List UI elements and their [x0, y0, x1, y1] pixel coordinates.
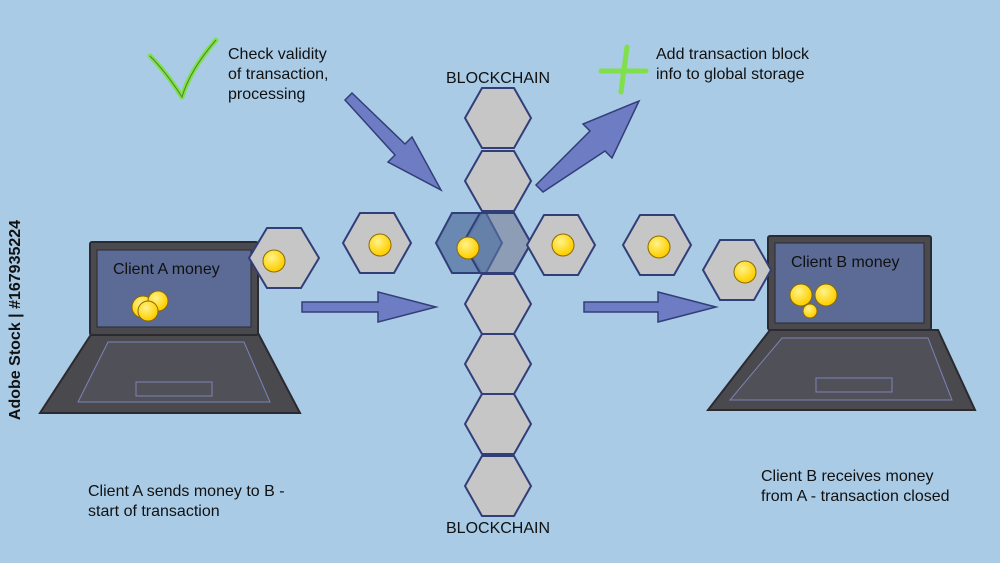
client-a-money-label: Client A money [113, 261, 220, 278]
client-b-coins [789, 283, 838, 319]
coin-icon [733, 260, 757, 284]
client-a-laptop-icon [38, 241, 302, 414]
coin-icon [551, 233, 575, 257]
check-icon [147, 37, 219, 100]
side-watermark: Adobe Stock | #167935224 [2, 180, 30, 460]
chain-block [463, 150, 533, 212]
arrow-icon [301, 291, 439, 323]
chain-block [463, 87, 533, 149]
transaction-flow [247, 212, 773, 301]
coin-icon [262, 249, 286, 273]
client-a-caption: Client A sends money to B - start of tra… [88, 483, 285, 520]
add-block-label: Add transaction block info to global sto… [656, 46, 809, 83]
arrow-icon [583, 291, 719, 323]
client-b-money-label: Client B money [791, 254, 900, 271]
blockchain-bottom-label: BLOCKCHAIN [446, 520, 551, 537]
chain-block [463, 455, 533, 517]
blockchain-top-label: BLOCKCHAIN [446, 70, 551, 87]
client-b-laptop-icon [705, 235, 977, 411]
check-validity-label: Check validity of transaction, processin… [228, 46, 329, 103]
plus-icon [598, 44, 649, 95]
coin-icon [456, 236, 480, 260]
client-b-caption: Client B receives money from A - transac… [761, 468, 950, 505]
chain-block [463, 273, 533, 335]
coin-icon [647, 235, 671, 259]
blockchain-column [434, 87, 533, 517]
side-watermark-text: Adobe Stock | #167935224 [7, 219, 24, 421]
arrow-icon [343, 91, 443, 192]
coin-icon [368, 233, 392, 257]
arrows [301, 91, 719, 323]
chain-block [463, 393, 533, 455]
arrow-icon [534, 99, 641, 193]
chain-block [463, 333, 533, 395]
client-a-coins [131, 290, 169, 322]
